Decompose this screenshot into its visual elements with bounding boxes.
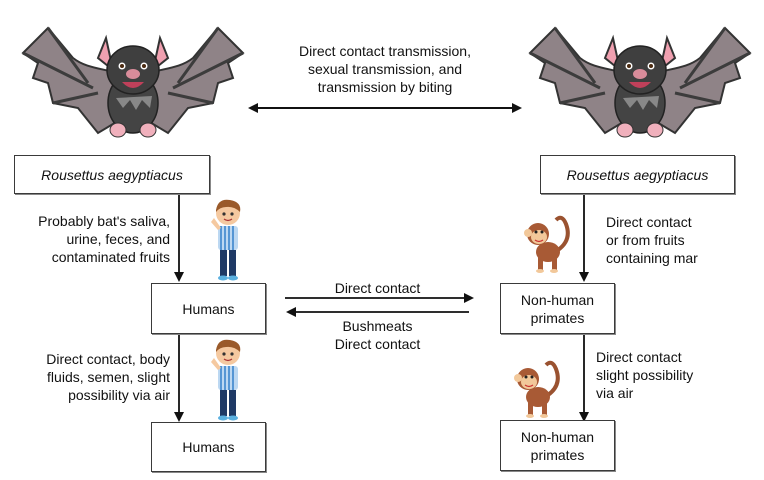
edge-text-line: slight possibility	[596, 367, 694, 383]
box-label: Humans	[182, 439, 235, 455]
bat-icon	[528, 26, 752, 138]
edge-text-line: possibility via air	[68, 387, 170, 403]
top-transmission-label: Direct contact transmission, sexual tran…	[250, 42, 520, 96]
edge-text-line: Bushmeats	[342, 318, 413, 334]
box-label: Humans	[182, 300, 235, 317]
caption-line: sexual transmission, and	[307, 61, 463, 77]
edge-text-line: containing mar	[606, 250, 698, 266]
species-name: Rousettus aegyptiacus	[566, 166, 709, 183]
right-edge2-label: Direct contact slight possibility via ai…	[596, 348, 756, 402]
caption-line: transmission by biting	[317, 79, 453, 95]
edge-text-line: urine, feces, and	[66, 231, 170, 247]
humans-box-1: Humans	[151, 283, 266, 334]
left-species-box: Rousettus aegyptiacus	[14, 155, 210, 194]
left-edge1-label: Probably bat's saliva, urine, feces, and…	[10, 212, 170, 266]
monkey-icon	[524, 215, 570, 273]
bat-icon	[21, 26, 245, 138]
left-edge2-label: Direct contact, body fluids, semen, slig…	[10, 350, 170, 404]
species-name: Rousettus aegyptiacus	[41, 166, 183, 183]
box-label: Non-human	[520, 291, 595, 308]
boy-icon	[211, 199, 241, 281]
boy-icon	[211, 339, 241, 421]
box-label: primates	[530, 309, 585, 326]
edge-text-line: or from fruits	[606, 232, 685, 248]
box-label: primates	[530, 446, 585, 463]
arrowhead-left	[248, 103, 258, 113]
edge-text-line: contaminated fruits	[51, 249, 170, 265]
box-label: Non-human	[520, 428, 595, 445]
primates-box-1: Non-human primates	[500, 283, 615, 334]
primates-to-humans-label: Bushmeats Direct contact	[285, 317, 470, 353]
edge-text-line: Direct contact	[596, 349, 682, 365]
edge-text-line: via air	[596, 385, 634, 401]
edge-text-line: Direct contact	[334, 336, 421, 352]
monkey-icon	[514, 360, 560, 418]
edge-text-line: fluids, semen, slight	[47, 369, 170, 385]
right-edge1-label: Direct contact or from fruits containing…	[606, 213, 756, 267]
caption-line: Direct contact transmission,	[299, 43, 471, 59]
humans-to-primates-label: Direct contact	[334, 280, 421, 296]
edge-text-line: Direct contact, body	[46, 351, 170, 367]
primates-box-2: Non-human primates	[500, 420, 615, 471]
right-species-box: Rousettus aegyptiacus	[540, 155, 735, 194]
edge-text-line: Direct contact	[606, 214, 692, 230]
humans-box-2: Humans	[151, 422, 266, 472]
edge-text-line: Probably bat's saliva,	[38, 213, 170, 229]
